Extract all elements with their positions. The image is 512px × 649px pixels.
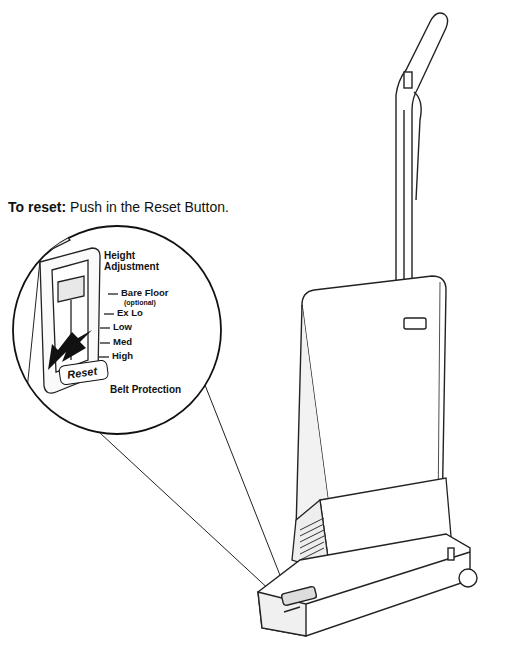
leader-line (100, 433, 287, 606)
button-label: Reset (66, 364, 100, 381)
zoom-circle (13, 226, 221, 434)
vacuum-base (258, 534, 477, 636)
setting-label: Low (113, 322, 132, 332)
setting-label: Med (113, 337, 132, 347)
part-label: Belt Protection (110, 384, 181, 395)
vent-line (300, 530, 324, 542)
vent-line (300, 542, 324, 554)
note-label: (optional) (124, 299, 156, 307)
setting-label: High (112, 351, 133, 361)
part-label: Height Adjustment (104, 250, 168, 272)
zoom-detail (20, 226, 213, 420)
instruction-text: Push in the Reset Button. (70, 200, 229, 215)
setting-label: Ex Lo (117, 308, 143, 318)
vacuum-handle (396, 13, 448, 290)
vent-line (300, 518, 324, 530)
leader-line (205, 385, 287, 593)
heading-label: To reset: (8, 200, 66, 215)
setting-label: Bare Floor (121, 288, 169, 298)
vent-line (300, 536, 324, 548)
vent-line (300, 524, 324, 536)
vent-lines (300, 518, 324, 560)
